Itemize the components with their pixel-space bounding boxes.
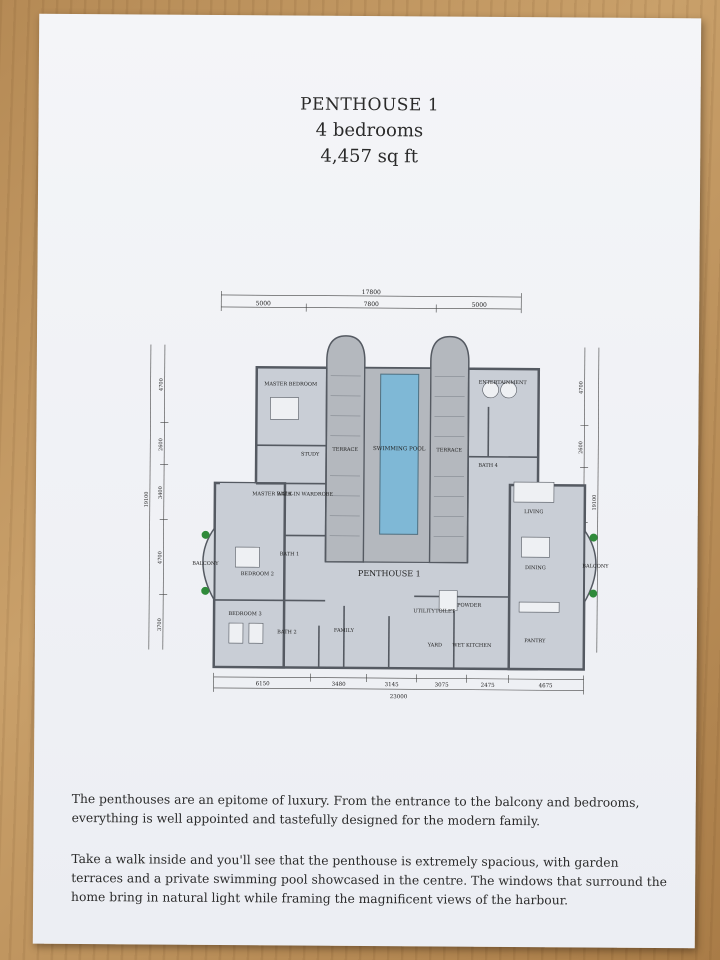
floor-plan: 17800 5000 7800 5000 4700 2600 3400 4700… — [138, 284, 611, 707]
label-family: FAMILY — [334, 628, 355, 634]
label-utility: UTILITY — [413, 608, 435, 614]
dim-bottom-f: 4675 — [539, 683, 554, 689]
dining-table — [521, 536, 550, 558]
interior-walls — [214, 367, 539, 669]
dim-bottom-b: 3480 — [332, 682, 347, 688]
description-paragraph-2: Take a walk inside and you'll see that t… — [71, 851, 668, 908]
plants — [201, 530, 598, 598]
dim-right-a: 4700 — [579, 381, 585, 394]
label-master-bath: MASTER BATH — [252, 491, 292, 497]
label-living: LIVING — [524, 509, 543, 515]
label-dining: DINING — [525, 565, 546, 571]
unit-area: 4,457 sq ft — [320, 145, 419, 168]
bottom-dimension-lines — [213, 672, 584, 695]
floor-plan-drawing: 17800 5000 7800 5000 4700 2600 3400 4700… — [144, 289, 609, 700]
dim-top-c: 5000 — [472, 302, 488, 309]
furniture — [228, 381, 560, 644]
dim-left-total: 19100 — [144, 491, 150, 507]
sofa — [513, 481, 555, 503]
dim-top-b: 7800 — [364, 301, 380, 308]
dim-top-a: 5000 — [256, 300, 272, 307]
dim-right-b: 2600 — [578, 441, 584, 454]
balcony-right-shape — [583, 528, 597, 606]
dim-left-d: 4700 — [157, 551, 163, 564]
dim-left-c: 3400 — [158, 486, 164, 499]
dim-left-e: 3700 — [157, 618, 163, 631]
label-yard: YARD — [427, 642, 442, 648]
label-balcony-right: BALCONY — [582, 564, 609, 570]
label-walkin: WALK-IN WARDROBE — [277, 491, 334, 497]
unit-title-block: PENTHOUSE 1 4 bedrooms 4,457 sq ft — [38, 90, 701, 173]
dim-bottom-total: 23000 — [390, 694, 408, 700]
dim-right-total: 19100 — [592, 495, 598, 511]
label-master-bedroom: MASTER BEDROOM — [264, 381, 317, 387]
label-toilet: TOILET — [435, 608, 455, 614]
label-bedroom2: BEDROOM 2 — [241, 571, 274, 577]
top-dimension-lines — [220, 290, 522, 314]
master-bed — [270, 397, 299, 420]
dim-bottom-e: 2475 — [481, 683, 496, 689]
label-bath2: BATH 2 — [277, 629, 297, 635]
label-balcony-left: BALCONY — [192, 561, 219, 567]
pantry-island — [518, 601, 560, 613]
swimming-pool — [379, 373, 420, 535]
dim-top-total: 17800 — [362, 289, 381, 296]
dim-left-b: 2600 — [158, 438, 164, 451]
dim-left-a: 4700 — [159, 378, 165, 391]
label-wet-kitchen: WET KITCHEN — [452, 643, 492, 649]
label-unit: PENTHOUSE 1 — [358, 569, 421, 578]
label-powder: POWDER — [457, 603, 481, 609]
label-bedroom3: BEDROOM 3 — [228, 611, 261, 617]
dim-bottom-a: 6150 — [256, 681, 271, 687]
brochure-card: PENTHOUSE 1 4 bedrooms 4,457 sq ft 17800… — [32, 13, 702, 949]
label-study: STUDY — [301, 452, 320, 458]
dim-bottom-d: 3075 — [435, 682, 450, 688]
left-dimension-lines — [148, 344, 169, 650]
dim-bottom-c: 3145 — [385, 682, 400, 688]
description-paragraph-1: The penthouses are an epitome of luxury.… — [71, 791, 640, 829]
label-pantry: PANTRY — [524, 638, 546, 644]
bed-2 — [235, 546, 260, 568]
label-terrace-right: TERRACE — [436, 447, 462, 453]
label-terrace-left: TERRACE — [332, 447, 358, 453]
balcony-left-shape — [202, 525, 216, 603]
label-entertainment: ENTERTAINMENT — [479, 380, 528, 386]
terrace-decking — [329, 375, 465, 537]
label-bath4: BATH 4 — [478, 463, 498, 469]
label-bath1: BATH 1 — [280, 551, 300, 557]
label-pool: SWIMMING POOL — [373, 446, 426, 452]
